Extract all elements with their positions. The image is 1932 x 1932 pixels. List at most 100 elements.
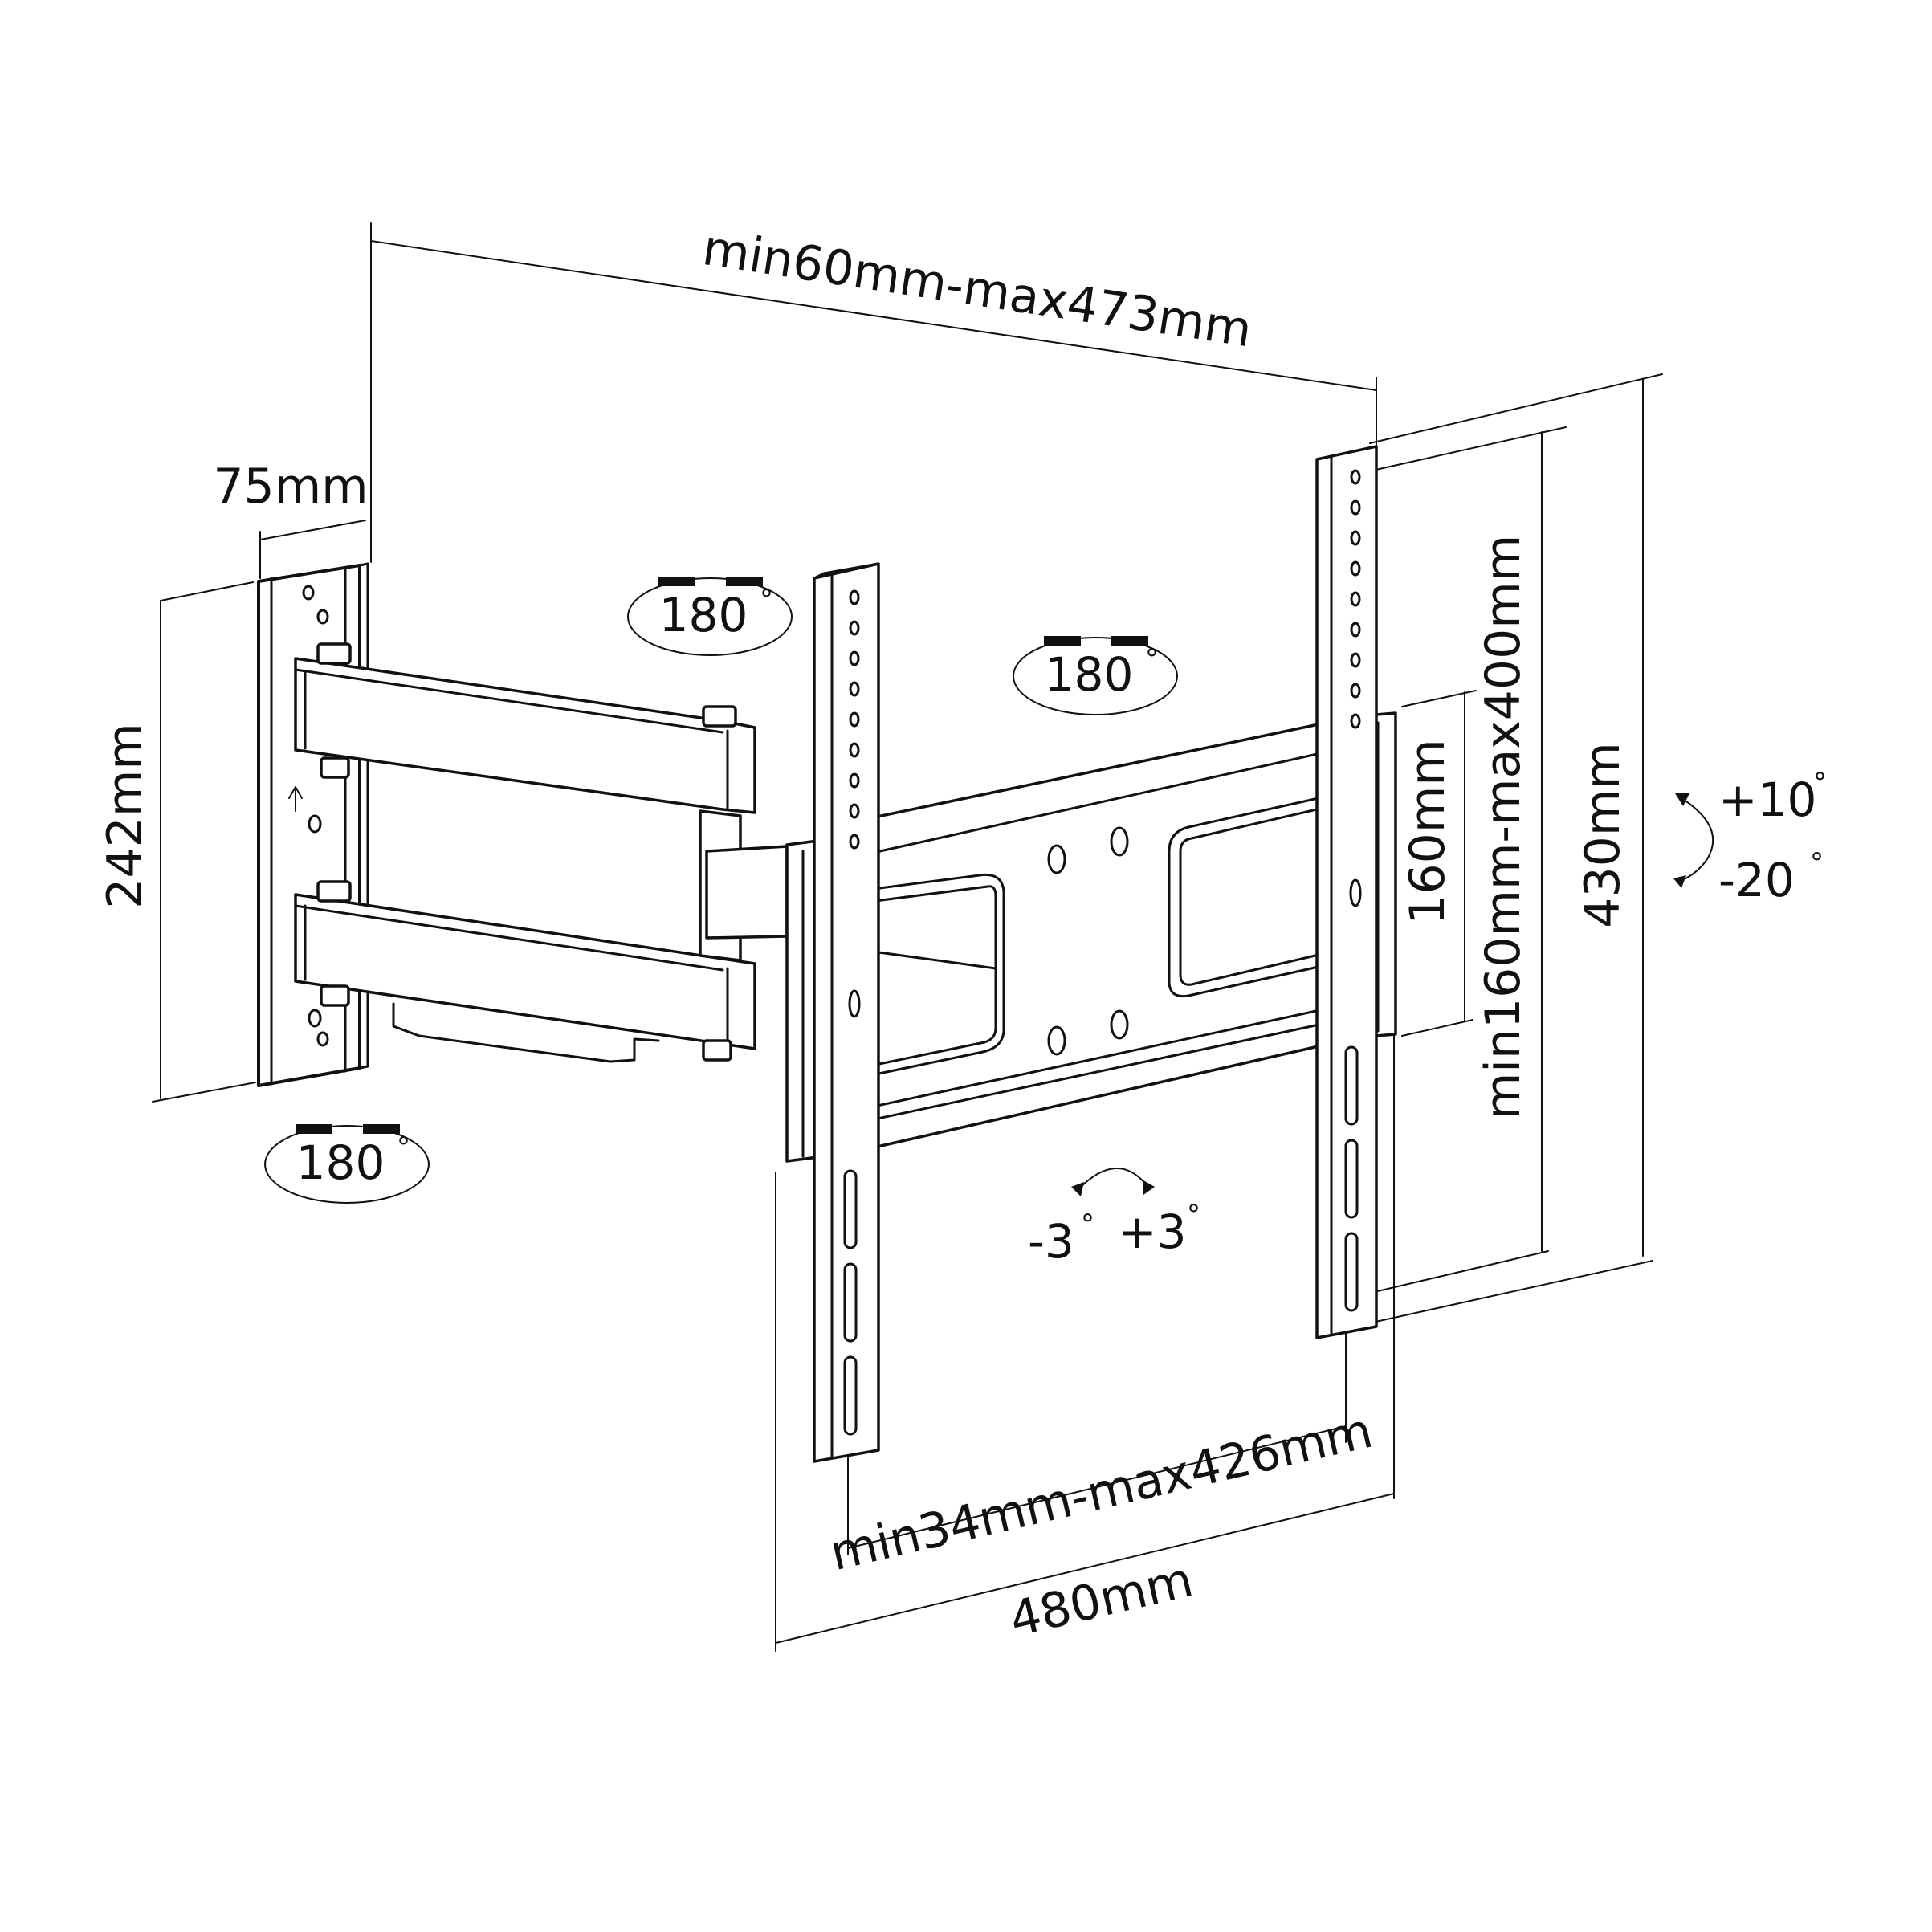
label-vesa-horizontal: min34mm-max426mm — [825, 1403, 1377, 1582]
ext-line-wall-bottom — [152, 1082, 256, 1103]
swivel-mark-icon — [363, 1124, 400, 1134]
tv-arm-right-slot — [1344, 1045, 1359, 1126]
degree-symbol: ° — [397, 1131, 410, 1164]
swivel-ellipse — [264, 1125, 430, 1204]
pivot-connector — [705, 845, 789, 940]
wall-plate-flange — [358, 562, 369, 1070]
level-left-label: -3 — [1028, 1214, 1074, 1269]
swivel-mark-icon — [1044, 636, 1081, 646]
level-arc-icon — [1078, 1168, 1147, 1189]
swivel-symbol-middle: 180 ° — [1013, 636, 1178, 715]
degree-symbol: ° — [760, 584, 773, 616]
tv-arm-right-slot — [1344, 1232, 1359, 1312]
swivel-label-bottom-left: 180 — [296, 1135, 385, 1190]
tilt-down-label: -20 — [1718, 853, 1795, 907]
label-total-height: 430mm — [1575, 742, 1631, 927]
frame-hole — [1047, 844, 1066, 874]
swivel-mark-icon — [296, 1124, 332, 1134]
upper-arm-line — [294, 668, 724, 734]
dim-line-arm-extension — [370, 240, 1377, 391]
tv-arm-left — [813, 562, 880, 1463]
lower-arm-body — [294, 893, 756, 1050]
swivel-symbol-top-left: 180 ° — [627, 577, 793, 656]
lower-arm-line — [294, 904, 724, 972]
degree-symbol: ° — [1187, 1199, 1200, 1231]
ext-line-inner-bottom — [1401, 1019, 1473, 1037]
wall-plate-hole — [308, 814, 322, 834]
frame-hole — [1047, 1025, 1066, 1056]
frame-cutout-left-inner — [874, 885, 997, 1066]
level-right-label: +3 — [1118, 1204, 1187, 1259]
swivel-ellipse — [1013, 637, 1178, 715]
wall-plate-hole — [308, 1009, 322, 1028]
tv-arm-left-body — [813, 562, 880, 1463]
ext-line-wall-top — [160, 581, 254, 601]
swing-arm-upper — [294, 642, 756, 814]
frame-cutout-left-mid — [866, 949, 997, 970]
dim-line-depth — [259, 520, 366, 540]
cross-frame-rail — [850, 744, 1359, 859]
wall-plate-hole — [316, 609, 329, 625]
degree-symbol: ° — [1813, 767, 1827, 799]
tv-arm-right-slot — [1344, 1139, 1359, 1219]
tilt-arrow-down-icon — [1673, 875, 1686, 888]
swivel-label-middle: 180 — [1045, 647, 1134, 702]
dim-line-total-width — [775, 1493, 1395, 1644]
cross-frame-rail — [850, 1015, 1359, 1126]
label-vesa-vertical: min160mm-max400mm — [1475, 535, 1531, 1119]
cross-frame-body — [834, 711, 1397, 1158]
frame-hole — [1110, 826, 1129, 857]
cross-frame-rail — [850, 1001, 1359, 1113]
swivel-mark-icon — [1111, 636, 1148, 646]
swivel-mark-icon — [658, 577, 695, 586]
bolt-nut — [702, 1039, 732, 1062]
tilt-symbol: +10 ° -20 ° — [1673, 767, 1827, 907]
ext-line-vesa-bottom — [1356, 1250, 1549, 1297]
tv-arm-left-holes — [848, 589, 861, 1018]
bolt-head — [316, 880, 352, 903]
swivel-label-top-left: 180 — [659, 588, 748, 642]
bolt-nut — [320, 984, 350, 1007]
bolt-head — [702, 705, 737, 728]
swivel-mark-icon — [726, 577, 763, 586]
frame-hole — [1110, 1009, 1129, 1040]
tv-arm-left-top — [813, 562, 880, 580]
tilt-arc-icon — [1677, 797, 1714, 882]
wall-plate — [257, 562, 369, 1087]
swivel-symbol-bottom-left: 180 ° — [264, 1124, 430, 1204]
swing-arm-lower — [294, 880, 756, 1063]
tv-arm-left-slot — [843, 1355, 858, 1436]
degree-symbol: ° — [1081, 1209, 1094, 1241]
wall-plate-hole — [316, 1031, 329, 1047]
label-arm-extension: min60mm-max473mm — [699, 220, 1256, 358]
pivot-column — [699, 809, 789, 962]
bolt-nut — [320, 756, 350, 779]
ext-line-total-bottom — [1367, 1260, 1653, 1324]
upper-arm-body — [294, 657, 756, 814]
level-adjust-symbol: -3 ° +3 ° — [1028, 1168, 1200, 1269]
wall-plate-hole — [302, 585, 315, 601]
frame-cutout-left — [866, 873, 1005, 1078]
swivel-ellipse — [627, 577, 793, 656]
ext-line-total-top — [1369, 373, 1663, 444]
bolt-head — [316, 642, 352, 665]
ext-line-inner-top — [1401, 690, 1477, 707]
up-arrow-icon — [288, 786, 303, 812]
tv-arm-left-slot — [843, 1169, 858, 1249]
degree-symbol: ° — [1810, 847, 1824, 879]
degree-symbol: ° — [1145, 643, 1159, 675]
tv-arm-left-slot — [843, 1262, 858, 1343]
label-inner-height: 160mm — [1400, 739, 1456, 924]
ext-line-vesa-top — [1364, 426, 1567, 473]
label-wall-plate-depth: 75mm — [213, 459, 368, 515]
label-total-width: 480mm — [1005, 1551, 1198, 1648]
tilt-up-label: +10 — [1718, 772, 1816, 827]
dim-line-vesa-horizontal — [847, 1425, 1347, 1549]
label-wall-plate-height: 242mm — [97, 723, 153, 908]
tv-arm-right — [1315, 445, 1378, 1339]
level-arrow-left-icon — [1071, 1182, 1084, 1196]
dimension-lines — [152, 222, 1663, 1652]
tilt-arrow-up-icon — [1675, 793, 1689, 806]
